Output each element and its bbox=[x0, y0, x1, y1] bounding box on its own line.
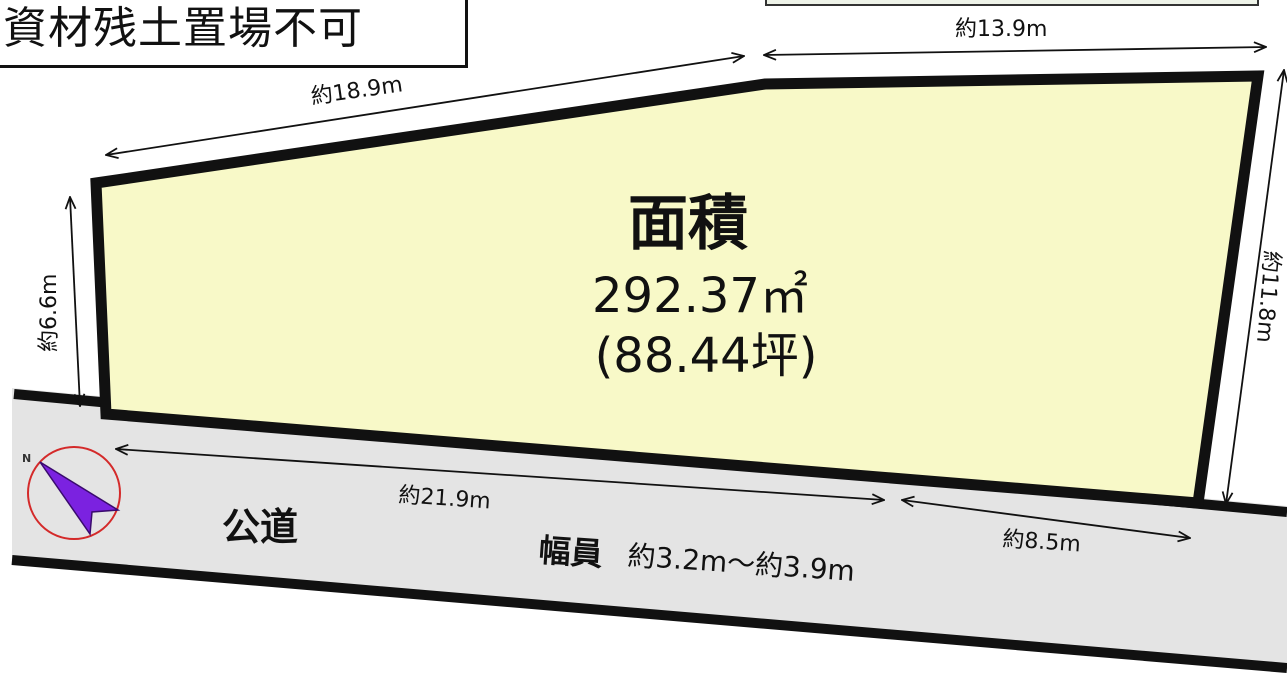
inset-map-frame bbox=[765, 0, 1259, 6]
north-compass-icon: N bbox=[22, 446, 121, 540]
notice-box: 資材残土置場不可 bbox=[0, 0, 468, 68]
road-edge-bottom bbox=[11, 555, 1287, 673]
compass-north-label: N bbox=[22, 452, 31, 465]
road-width-label: 幅員 bbox=[537, 531, 604, 573]
dim-label-bottom-right: 約8.5m bbox=[1002, 527, 1082, 557]
area-sqm: 292.37㎡ bbox=[592, 268, 808, 324]
road-name: 公道 bbox=[222, 505, 298, 549]
dim-arrow-bottom-right bbox=[902, 500, 1190, 538]
dim-arrow-top-right bbox=[764, 47, 1266, 55]
area-tsubo: (88.44坪) bbox=[595, 328, 818, 384]
dim-label-top-right: 約13.9m bbox=[955, 17, 1047, 42]
dim-label-top-left: 約18.9m bbox=[309, 72, 404, 110]
dim-label-right: 約11.8m bbox=[1251, 249, 1284, 343]
dim-arrow-right bbox=[1226, 70, 1284, 504]
notice-text: 資材残土置場不可 bbox=[3, 3, 363, 54]
dim-arrow-bottom-left bbox=[116, 449, 884, 500]
dim-label-left: 約6.6m bbox=[37, 274, 62, 352]
area-title: 面積 bbox=[628, 189, 748, 259]
dim-arrow-left bbox=[70, 197, 80, 406]
dim-arrow-top-left bbox=[106, 56, 744, 155]
